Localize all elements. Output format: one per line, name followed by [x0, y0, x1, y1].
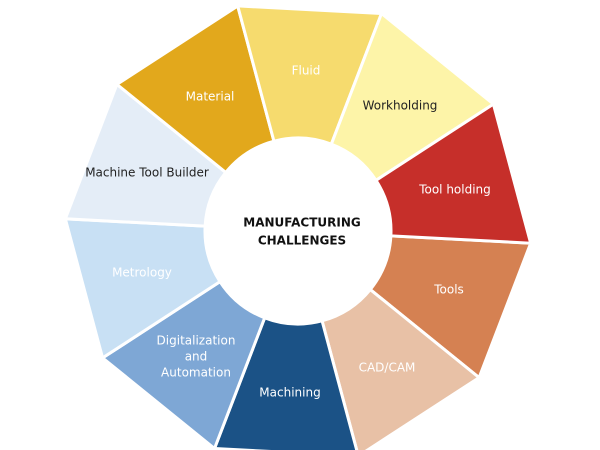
- segment-label: Tool holding: [418, 183, 491, 197]
- center-title-line1: MANUFACTURING: [243, 216, 360, 230]
- segment-label: Fluid: [292, 64, 321, 78]
- segment-label: Metrology: [112, 266, 172, 280]
- segment-label: Tools: [433, 283, 464, 297]
- center-title-line2: CHALLENGES: [258, 234, 346, 248]
- center-circle: [205, 138, 391, 324]
- segment-label: Automation: [161, 366, 231, 380]
- segment-label: Workholding: [363, 99, 438, 113]
- segment-label: Machining: [259, 386, 320, 400]
- segment-label: and: [185, 350, 208, 364]
- segment-label: CAD/CAM: [359, 361, 416, 375]
- segment-label: Material: [186, 90, 235, 104]
- segment-label: Machine Tool Builder: [85, 166, 209, 180]
- segment-label: Digitalization: [157, 334, 236, 348]
